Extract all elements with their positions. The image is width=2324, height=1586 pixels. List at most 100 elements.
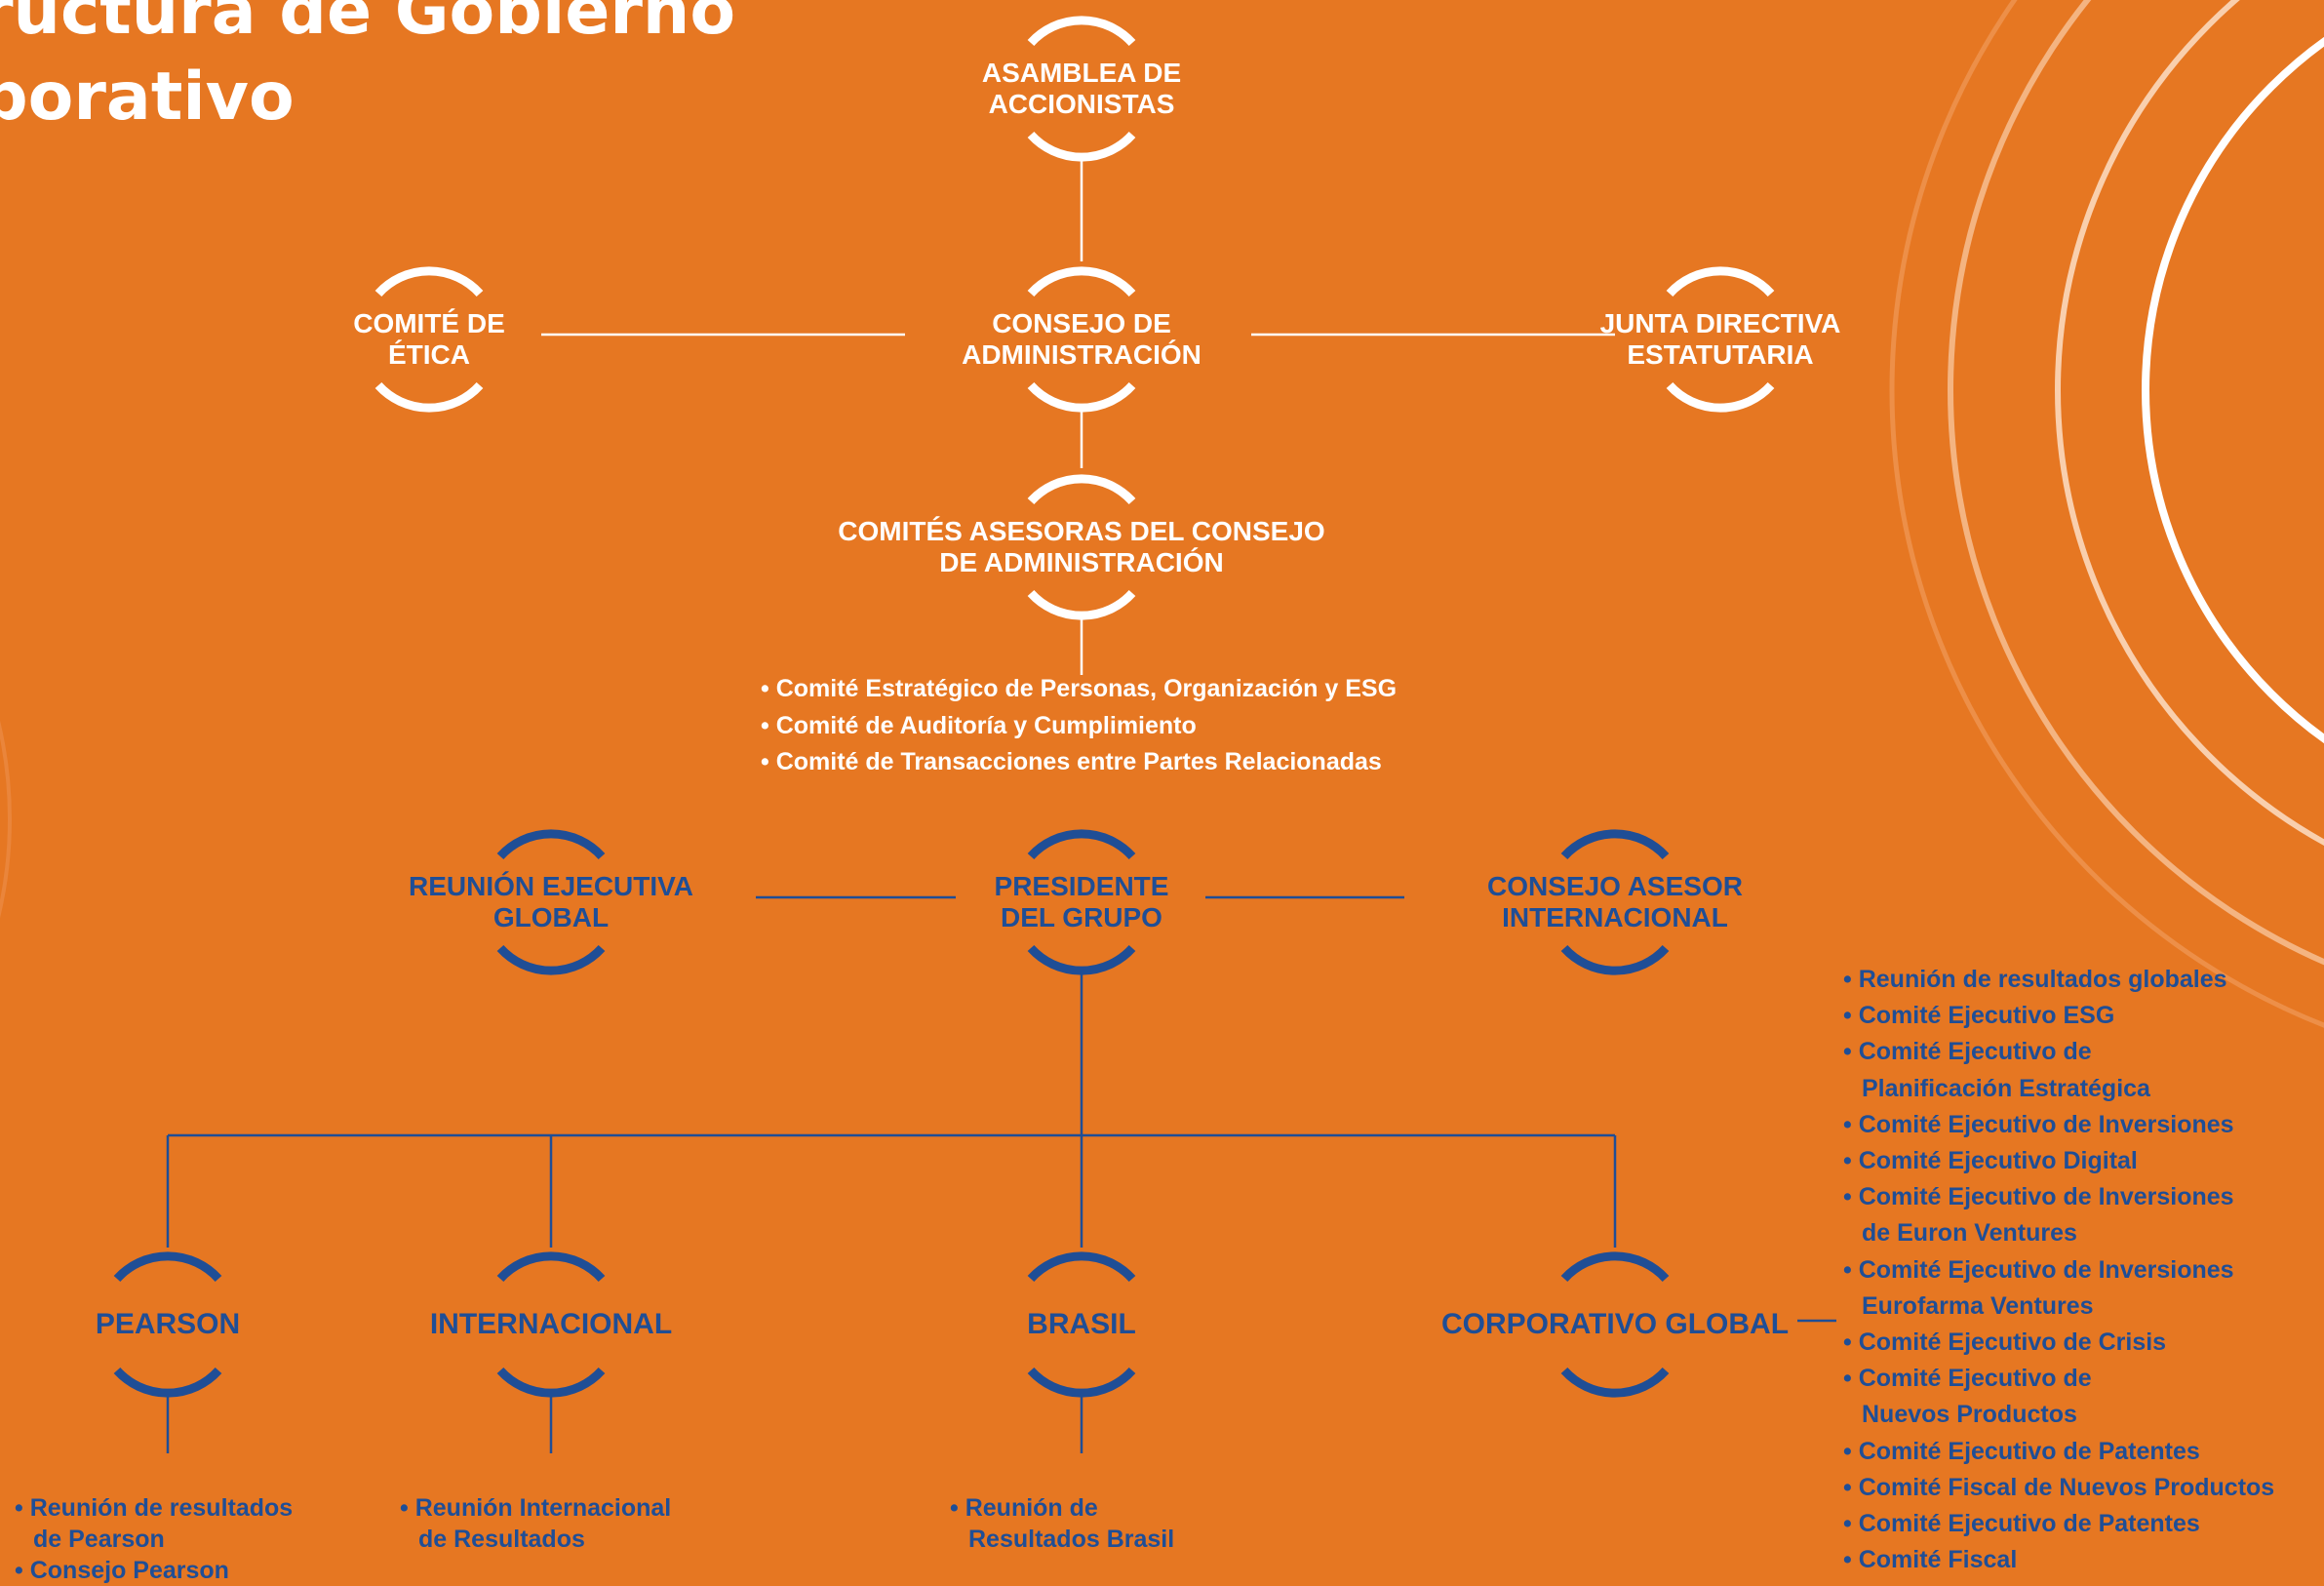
- list-item-text: Comité Ejecutivo Digital: [1858, 1147, 2138, 1175]
- list-item: • Comité Ejecutivo Digital: [1843, 1143, 2274, 1179]
- node-consejo-asesor-line-2: INTERNACIONAL: [1502, 902, 1728, 932]
- list-item-text: Comité de Auditoría y Cumplimiento: [775, 711, 1197, 739]
- list-item: • Consejo Pearson: [15, 1555, 293, 1586]
- node-internacional-label: INTERNACIONAL: [429, 1308, 673, 1340]
- node-presidente: PRESIDENTE DEL GRUPO: [995, 871, 1169, 933]
- ring-junta-top-arc: [1666, 266, 1775, 297]
- list-item: • Comité Ejecutivo de Crisis: [1843, 1325, 2274, 1361]
- node-reunion-ejecutiva-line-2: GLOBAL: [492, 902, 610, 932]
- list-item-text: Comité Ejecutivo ESG: [1858, 1002, 2115, 1030]
- ring-reunion-ejecutiva-top-arc: [496, 829, 606, 860]
- ring-consejo-bottom-arc: [1027, 381, 1136, 413]
- ring-asamblea: [1027, 16, 1136, 162]
- list-item-text: Reunión de resultados globales: [1858, 966, 2227, 993]
- page-title-line-1: ructura de Gobierno: [0, 0, 736, 50]
- node-presidente-line-1: PRESIDENTE: [994, 871, 1169, 901]
- list-item-text: Comité Ejecutivo de Crisis: [1858, 1328, 2167, 1357]
- ring-presidente: [1027, 829, 1136, 975]
- bullet-icon: •: [1843, 1328, 1852, 1357]
- bullet-icon: •: [761, 711, 769, 739]
- list-item-text-cont: de Pearson: [33, 1526, 165, 1553]
- bullet-icon: •: [15, 1494, 23, 1522]
- ring-corporativo: [1560, 1251, 1670, 1398]
- node-consejo-asesor-line-1: CONSEJO ASESOR: [1487, 871, 1743, 901]
- list-item-text: Comité Ejecutivo de Inversiones: [1858, 1255, 2234, 1284]
- ring-presidente-bottom-arc: [1027, 944, 1136, 975]
- bullet-icon: •: [1843, 1002, 1852, 1030]
- node-internacional: INTERNACIONAL: [430, 1309, 672, 1340]
- ring-consejo-asesor-top-arc: [1560, 829, 1670, 860]
- node-comite-etica-line-1: COMITÉ DE: [353, 308, 505, 338]
- corporativo-items-list: • Reunión de resultados globales • Comit…: [1843, 962, 2274, 1578]
- node-comites-asesoras-line-2: DE ADMINISTRACIÓN: [939, 547, 1224, 577]
- list-item-text: Comité Ejecutivo de Inversiones: [1858, 1110, 2234, 1138]
- bullet-icon: •: [950, 1494, 959, 1522]
- ring-comite-etica-top-arc: [374, 266, 484, 297]
- node-rings: [113, 16, 1775, 1398]
- ring-consejo-top-arc: [1027, 266, 1136, 297]
- node-junta-directiva: JUNTA DIRECTIVA ESTATUTARIA: [1600, 308, 1841, 371]
- list-item: • Reunión Internacional de Resultados: [400, 1492, 671, 1555]
- list-item-text: Comité Ejecutivo de: [1858, 1038, 2092, 1066]
- list-item: • Reunión de resultados globales: [1843, 962, 2274, 998]
- list-item: • Comité Ejecutivo de Planificación Estra…: [1843, 1034, 2274, 1106]
- ring-reunion-ejecutiva-bottom-arc: [496, 944, 606, 975]
- bullet-icon: •: [1843, 1365, 1852, 1393]
- ring-asamblea-top-arc: [1027, 16, 1136, 47]
- page-title-line-2: porativo: [0, 59, 295, 136]
- list-item: • Comité Ejecutivo de Inversiones: [1843, 1107, 2274, 1143]
- connector-lines-blue: [166, 895, 1836, 1453]
- list-item: • Comité de Transacciones entre Partes R…: [761, 744, 1397, 781]
- list-item-text: Comité Fiscal: [1858, 1546, 2018, 1574]
- connector-lines-white: [541, 156, 1615, 675]
- bullet-icon: •: [1843, 1147, 1852, 1175]
- bullet-icon: •: [1843, 1038, 1852, 1066]
- list-item-text-cont: Planificación Estratégica: [1862, 1074, 2150, 1102]
- ring-consejo-asesor: [1560, 829, 1670, 975]
- list-item-text: Reunión de resultados: [29, 1494, 294, 1522]
- node-consejo-line-2: ADMINISTRACIÓN: [962, 339, 1201, 370]
- list-item-text: Comité de Transacciones entre Partes Rel…: [775, 748, 1382, 775]
- node-pearson-label: PEARSON: [95, 1308, 241, 1340]
- bullet-icon: •: [1843, 1510, 1852, 1538]
- ring-consejo-asesor-bottom-arc: [1560, 944, 1670, 975]
- list-item: • Comité Ejecutivo ESG: [1843, 998, 2274, 1034]
- bullet-icon: •: [400, 1494, 409, 1522]
- list-item: • Reunión de resultados de Pearson: [15, 1492, 293, 1555]
- list-item: • Comité Estratégico de Personas, Organi…: [761, 671, 1397, 708]
- bullet-icon: •: [1843, 1437, 1852, 1465]
- node-comites-asesoras-line-1: COMITÉS ASESORAS DEL CONSEJO: [838, 516, 1325, 546]
- node-brasil: BRASIL: [1027, 1309, 1136, 1340]
- list-item-text: Comité Ejecutivo de: [1858, 1365, 2092, 1393]
- list-item-text: Comité Ejecutivo de Inversiones: [1858, 1183, 2234, 1211]
- list-item-text-cont: de Resultados: [418, 1526, 585, 1553]
- bullet-icon: •: [1843, 1255, 1852, 1284]
- list-item-text: Comité Fiscal de Nuevos Productos: [1858, 1473, 2275, 1501]
- list-item-text: Reunión Internacional: [414, 1494, 672, 1522]
- bullet-icon: •: [1843, 1183, 1852, 1211]
- list-item-text-cont: Resultados Brasil: [968, 1526, 1175, 1553]
- list-item-text-cont: Eurofarma Ventures: [1862, 1291, 2094, 1320]
- list-item: • Comité Ejecutivo de Patentes: [1843, 1434, 2274, 1470]
- ring-pearson-top-arc: [113, 1251, 222, 1283]
- ring-corporativo-top-arc: [1560, 1251, 1670, 1283]
- node-asamblea-line-2: ACCIONISTAS: [988, 89, 1175, 119]
- ring-reunion-ejecutiva: [496, 829, 606, 975]
- list-item: • Comité Fiscal de Nuevos Productos: [1843, 1470, 2274, 1506]
- node-comite-etica-line-2: ÉTICA: [388, 339, 470, 370]
- ring-comite-etica-bottom-arc: [374, 381, 484, 413]
- node-junta-line-1: JUNTA DIRECTIVA: [1599, 308, 1841, 338]
- ring-comites-asesoras-bottom-arc: [1027, 589, 1136, 620]
- node-junta-line-2: ESTATUTARIA: [1627, 339, 1814, 370]
- bullet-icon: •: [1843, 1473, 1852, 1501]
- ring-pearson: [113, 1251, 222, 1398]
- list-item-text: Comité Ejecutivo de Patentes: [1858, 1510, 2200, 1538]
- ring-internacional-top-arc: [496, 1251, 606, 1283]
- bullet-icon: •: [761, 675, 769, 702]
- node-reunion-ejecutiva: REUNIÓN EJECUTIVA GLOBAL: [409, 871, 693, 933]
- node-consejo-asesor: CONSEJO ASESOR INTERNACIONAL: [1487, 871, 1743, 933]
- ring-asamblea-bottom-arc: [1027, 131, 1136, 162]
